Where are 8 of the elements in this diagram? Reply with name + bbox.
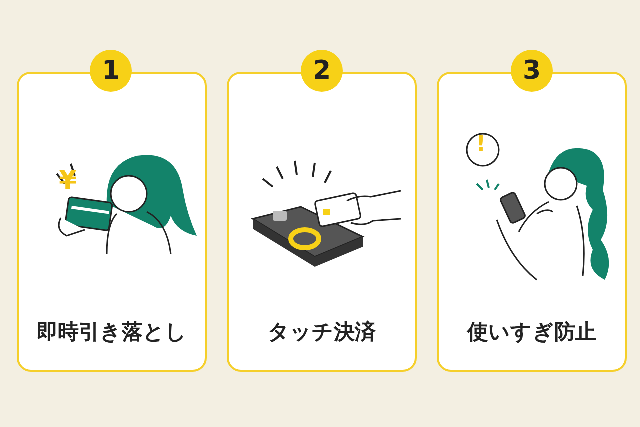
step-title: 即時引き落とし [36, 319, 188, 346]
step-number-circle: 2 [301, 50, 343, 92]
yen-sign: ¥ [59, 166, 78, 196]
step-title: 使いすぎ防止 [466, 319, 598, 346]
step-number-circle: 1 [90, 50, 132, 92]
step-number-circle: 3 [511, 50, 553, 92]
exclamation-mark: ! [476, 132, 486, 157]
step-title: タッチ決済 [267, 319, 377, 346]
